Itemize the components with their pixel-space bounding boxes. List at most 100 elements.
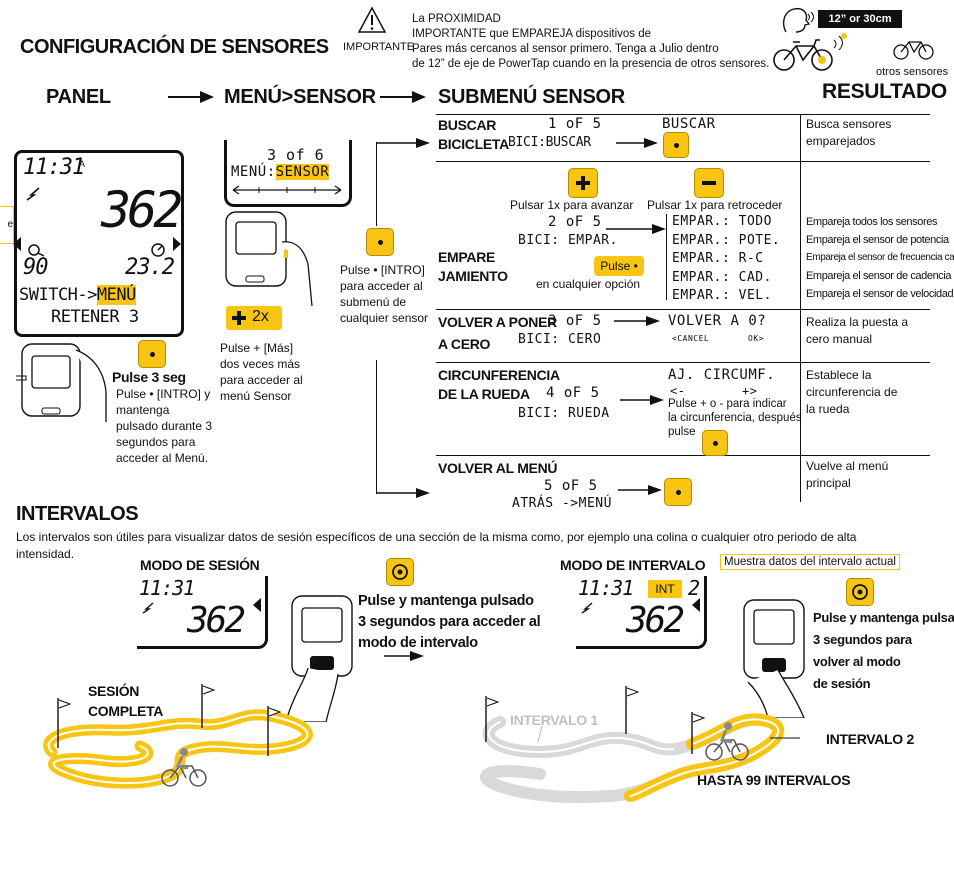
lcd-hold-line: RETENER 3 (51, 307, 139, 327)
empar-option: EMPAR.: TODO (672, 214, 772, 229)
interval-track (479, 686, 800, 804)
cyclist-icon (705, 722, 749, 761)
badge-count: 2x (252, 308, 269, 325)
result-line: Busca sensores (806, 117, 892, 131)
interval-hand-device-illustration (743, 599, 805, 718)
bracket-line (376, 142, 377, 226)
column-menu-sensor: MENÚ>SENSOR (224, 86, 376, 108)
lcd-rueda-plus: +> (742, 384, 758, 398)
session-lcd: 11:31 362 (137, 576, 268, 649)
result-empar: Empareja todos los sensores Empareja el … (806, 213, 954, 303)
instr-line: mantenga (116, 403, 170, 417)
right-marker-icon (253, 598, 261, 612)
head-icon (782, 7, 814, 33)
lcd-rueda-minus: <- (670, 384, 686, 398)
lcd-switch-text: SWITCH-> (19, 285, 97, 305)
lcd-cero-top: 3 oF 5 (548, 313, 602, 329)
flag-icon (485, 696, 500, 742)
interval-lcd-number: 2 (688, 576, 701, 600)
rueda-instructions: Pulse + o - para indicar la circunferenc… (668, 397, 802, 439)
pulse-pill: Pulse • (594, 256, 644, 276)
options-bracket (666, 214, 667, 300)
notice-line: IMPORTANTE que EMPAREJA dispositivos de (412, 28, 652, 40)
side-tab: e (0, 206, 14, 244)
instr-line: para acceder al (340, 279, 423, 293)
row-label-line: DE LA RUEDA (438, 386, 530, 402)
result-buscar: Busca sensores emparejados (806, 116, 891, 150)
interval-lcd-time: 11:31 (578, 576, 634, 600)
instr-line: acceder al Menú. (116, 451, 209, 465)
intervals-title: INTERVALOS (16, 503, 139, 525)
session-mode-label: MODO DE SESIÓN (140, 557, 260, 573)
plus-icon (232, 311, 246, 325)
interval-note: Muestra datos del intervalo actual (720, 554, 900, 570)
instr-line: submenú de (340, 295, 407, 309)
scroll-indicator-icon (232, 185, 342, 195)
cadence-icon (28, 244, 45, 257)
submenu-instructions: Pulse • [INTRO] para acceder al submenú … (340, 262, 428, 326)
enter-button-icon (138, 340, 166, 368)
row-label-line: BUSCAR (438, 117, 497, 133)
instr-line: Pulse + o - para indicar (668, 398, 787, 410)
desc-line: Los intervalos son útiles para visualiza… (16, 530, 857, 544)
enter-button-icon (366, 228, 394, 256)
lcd-menu-bottom: ATRÁS ->MENÚ (512, 496, 612, 511)
interval-button-icon (386, 558, 414, 586)
row-label-line: BICICLETA (438, 136, 509, 152)
arrow-icon (614, 316, 660, 326)
instr-line: dos veces más (220, 357, 301, 371)
arrow-icon (620, 395, 664, 405)
menu-lcd-highlight: SENSOR (275, 164, 330, 180)
lcd-power: 362 (101, 181, 183, 239)
instr-line: pulsado durante 3 (116, 419, 213, 433)
arrow-icon (376, 488, 430, 498)
result-line: la rueda (806, 402, 850, 416)
lcd-time: 11:31 (23, 155, 85, 180)
lcd-ok: OK> (748, 334, 764, 343)
lcd-bici-bottom: BICI:BUSCAR (508, 135, 591, 150)
result-line: emparejados (806, 134, 876, 148)
menu-lcd-line1: 3 of 6 (267, 146, 325, 164)
advance-hint: Pulsar 1x para avanzar (510, 198, 634, 212)
right-marker-icon (173, 237, 181, 251)
instr-line: segundos para (116, 435, 196, 449)
lcd-menu-highlight: MENÚ (96, 285, 136, 305)
arrow-icon (380, 91, 426, 103)
speed-icon (151, 243, 165, 257)
any-option-hint: en cualquier opción (536, 277, 641, 291)
session-track (43, 684, 313, 789)
instr-line: 3 segundos para (813, 632, 912, 647)
empar-option: EMPAR.: POTE. (672, 232, 781, 248)
instr-line: de sesión (813, 676, 871, 691)
arrow-icon (384, 651, 424, 661)
lcd-menu-top: 5 oF 5 (544, 478, 598, 494)
lcd-rueda-bottom: BICI: RUEDA (518, 406, 610, 421)
session-lcd-time: 11:31 (139, 576, 195, 600)
result-line: Empareja todos los sensores (806, 216, 938, 228)
column-submenu: SUBMENÚ SENSOR (438, 86, 625, 108)
important-label: IMPORTANTE (343, 41, 415, 53)
up-to-99-label: HASTA 99 INTERVALOS (697, 772, 851, 788)
session-lcd-power: 362 (187, 600, 246, 641)
interval-mode-label: MODO DE INTERVALO (560, 557, 706, 573)
other-bike-icon (893, 41, 934, 60)
proximity-notice: La PROXIMIDAD IMPORTANTE que EMPAREJA di… (412, 12, 769, 72)
menu-lcd: 3 of 6 MENÚ:SENSOR (224, 140, 352, 207)
important-notice-icon: IMPORTANTE (343, 6, 414, 56)
left-marker-icon (13, 237, 21, 251)
row-label-line: JAMIENTO (438, 268, 508, 284)
flag-icon (691, 712, 706, 754)
lcd-am: A (79, 159, 86, 169)
lcd-empar-bottom: BICI: EMPAR. (518, 233, 618, 248)
instr-line: Pulse + [Más] (220, 341, 294, 355)
interval-1-label: INTERVALO 1 (510, 712, 598, 728)
flag-icon (57, 698, 72, 748)
row-label-menu: VOLVER AL MENÚ (438, 460, 558, 476)
lcd-switch-line: SWITCH->MENÚ (19, 285, 136, 305)
instr-line: volver al modo (813, 654, 901, 669)
lcd-rueda-result: AJ. CIRCUMF. (668, 367, 776, 383)
